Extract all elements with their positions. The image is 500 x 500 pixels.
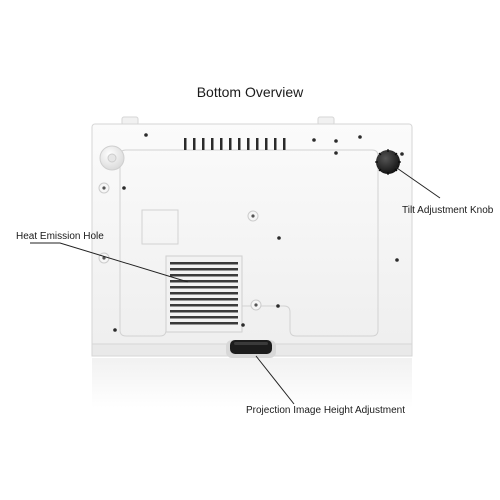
bottom-panel-outline (119, 149, 379, 337)
tilt-adjustment-knob (376, 150, 400, 174)
screw-bosses (98, 182, 262, 311)
screw-holes (113, 133, 404, 332)
callout-tilt-adjustment-knob: Tilt Adjustment Knob (402, 205, 494, 216)
diagram-title: Bottom Overview (196, 84, 304, 100)
leader-line-tilt (393, 165, 441, 199)
leader-line-height (255, 355, 295, 405)
callout-heat-emission-hole: Heat Emission Hole (16, 231, 104, 242)
device-reflection (92, 358, 412, 408)
device-housing (91, 123, 413, 357)
top-vent-slots (184, 138, 286, 150)
label-plate (141, 209, 179, 245)
leader-line-heat (30, 242, 189, 283)
knob-ridges (375, 149, 401, 175)
callout-projection-height-adjustment: Projection Image Height Adjustment (246, 405, 405, 416)
heat-emission-slots (170, 262, 238, 325)
